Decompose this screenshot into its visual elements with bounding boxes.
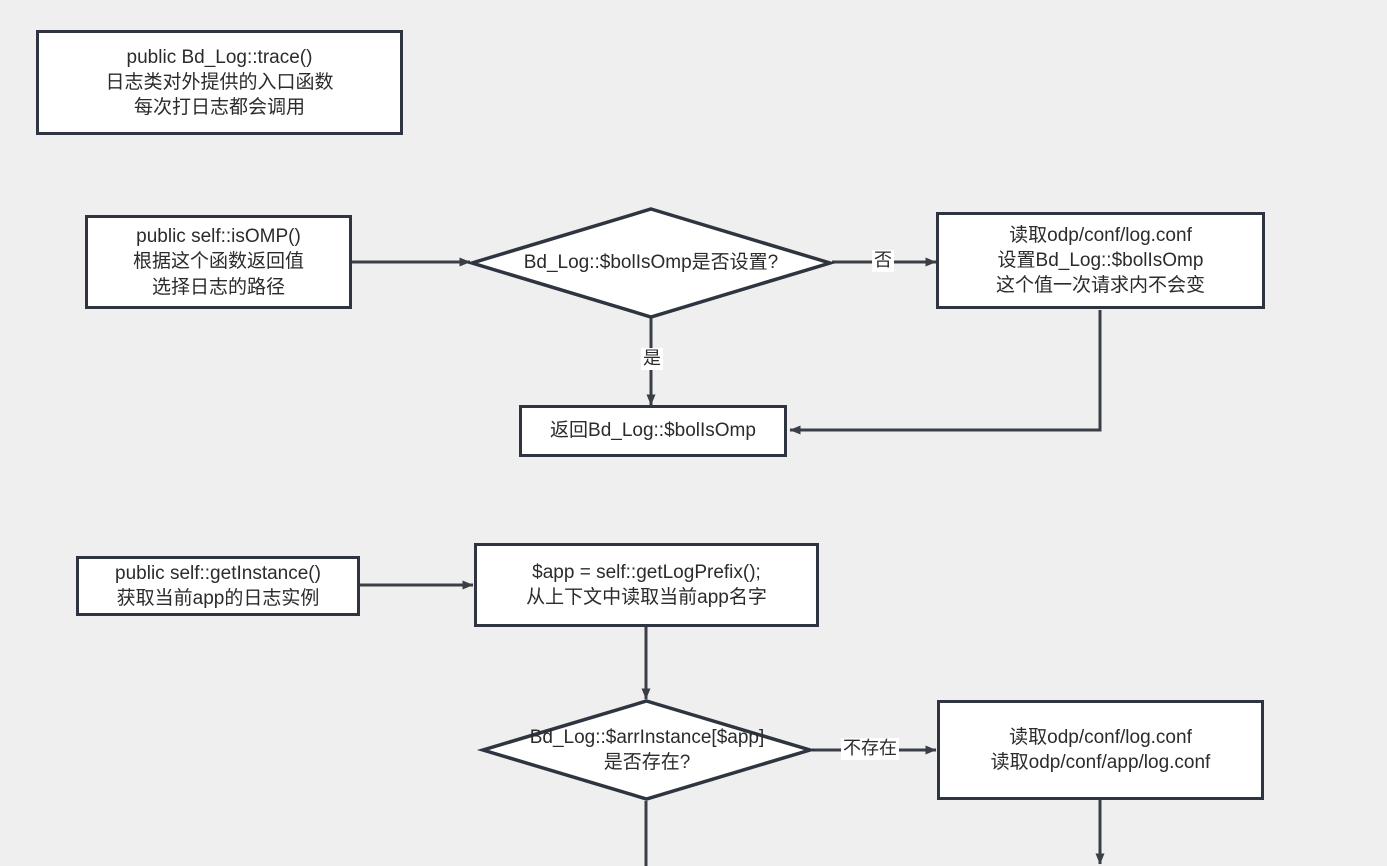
node-get-instance[interactable]: public self::getInstance() 获取当前app的日志实例 bbox=[76, 556, 360, 616]
node-read-log-conf[interactable]: 读取odp/conf/log.conf 设置Bd_Log::$bolIsOmp … bbox=[936, 212, 1265, 309]
node-get-log-prefix[interactable]: $app = self::getLogPrefix(); 从上下文中读取当前ap… bbox=[474, 543, 819, 627]
edge-label-omp-yes: 是 bbox=[641, 348, 663, 370]
edge-label-omp-no: 否 bbox=[872, 250, 894, 272]
node-decision-instance[interactable]: Bd_Log::$arrInstance[$app] 是否存在? bbox=[476, 699, 817, 801]
node-is-omp[interactable]: public self::isOMP() 根据这个函数返回值 选择日志的路径 bbox=[85, 215, 352, 309]
node-trace-entry[interactable]: public Bd_Log::trace() 日志类对外提供的入口函数 每次打日… bbox=[36, 30, 403, 135]
edge-label-instance-not-exist: 不存在 bbox=[841, 738, 899, 760]
node-read-app-conf[interactable]: 读取odp/conf/log.conf 读取odp/conf/app/log.c… bbox=[937, 700, 1264, 800]
node-return-omp[interactable]: 返回Bd_Log::$bolIsOmp bbox=[519, 405, 787, 457]
edge-readconf-to-return bbox=[789, 310, 1102, 435]
node-decision-omp[interactable]: Bd_Log::$bolIsOmp是否设置? bbox=[465, 207, 837, 319]
